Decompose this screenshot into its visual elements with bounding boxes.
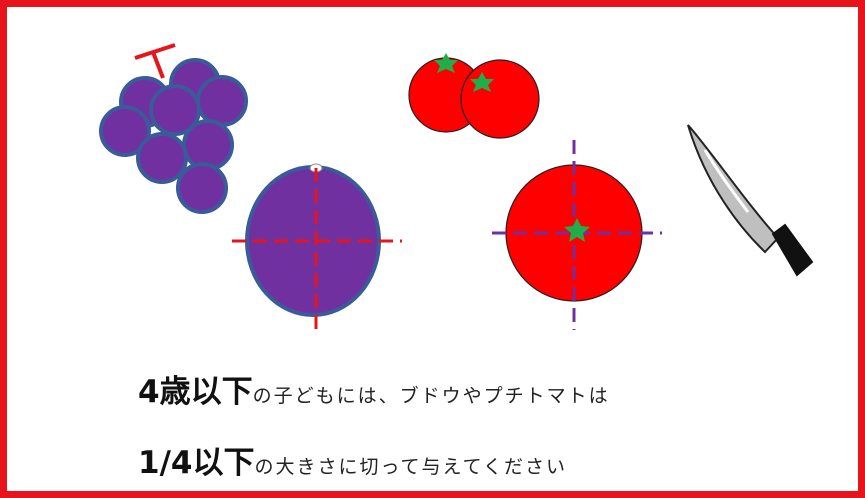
grape-bunch-icon (99, 43, 248, 214)
caption-line-1-text: の子どもには、ブドウやプチトマトは (252, 385, 610, 407)
caption-line-2: 1/4以下の大きさに切って与えてください (138, 437, 567, 482)
cherry-tomato-pair-icon (408, 53, 540, 139)
knife-icon (687, 124, 814, 277)
caption-line-1: 4歳以下の子どもには、ブドウやプチトマトは (138, 366, 610, 411)
cut-cherry-tomato-icon (492, 140, 662, 330)
caption-age-limit: 4歳以下 (138, 374, 253, 410)
caption-size-limit: 1/4以下 (138, 445, 255, 481)
caption-line-2-text: の大きさに切って与えてください (254, 456, 567, 478)
cut-grape-icon (232, 163, 402, 336)
